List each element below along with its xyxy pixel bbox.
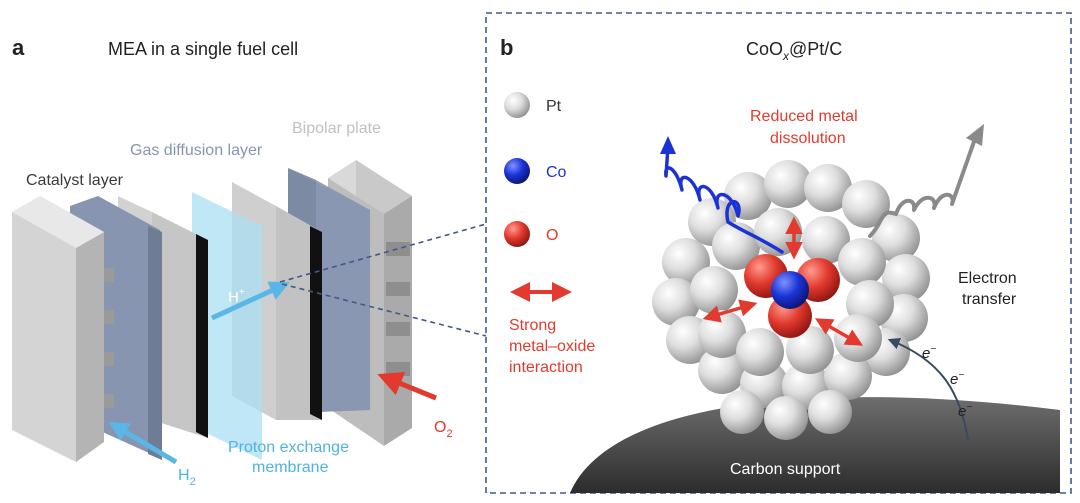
co-dissolution-wave bbox=[664, 144, 784, 254]
interaction-label-line2: metal–oxide bbox=[509, 338, 595, 355]
electron-transfer-label-line2: transfer bbox=[962, 291, 1017, 308]
legend-co-label: Co bbox=[546, 164, 567, 181]
electron-path-arrow bbox=[887, 337, 969, 441]
h2-label: H2 bbox=[178, 467, 196, 488]
panel-b-title: CoOx@Pt/C bbox=[746, 39, 842, 63]
cobalt-atom bbox=[771, 271, 809, 309]
electron-wave bbox=[868, 134, 978, 238]
dissolution-label-line1: Reduced metal bbox=[750, 108, 858, 125]
h-plus-label: H+ bbox=[228, 287, 245, 306]
legend-pt-label: Pt bbox=[546, 98, 562, 115]
nanoparticle bbox=[652, 160, 930, 440]
electron-symbol-1: e− bbox=[922, 344, 936, 362]
proton-membrane-label-line1: Proton exchange bbox=[228, 439, 349, 456]
electron-transfer-label-line1: Electron bbox=[958, 270, 1017, 287]
panel-a-title: MEA in a single fuel cell bbox=[108, 39, 298, 59]
legend-o-icon bbox=[504, 221, 530, 247]
pt-atoms-mid bbox=[690, 208, 894, 376]
o2-label: O2 bbox=[434, 419, 453, 440]
electron-wave-arrowhead bbox=[966, 124, 984, 146]
panel-a-letter: a bbox=[12, 35, 25, 60]
proton-membrane-label-line2: membrane bbox=[252, 459, 329, 476]
proton-arrow bbox=[210, 281, 290, 321]
zoom-line-bottom bbox=[281, 283, 487, 337]
gas-diffusion-layer-label: Gas diffusion layer bbox=[130, 142, 263, 159]
panel-b-frame bbox=[485, 12, 1072, 494]
catalyst-layer-label: Catalyst layer bbox=[26, 172, 124, 189]
pt-atoms-back bbox=[652, 160, 930, 440]
interaction-label-line3: interaction bbox=[509, 359, 583, 376]
dissolution-label-line2: dissolution bbox=[770, 130, 846, 147]
h2-arrow bbox=[108, 421, 178, 465]
legend-o-label: O bbox=[546, 227, 558, 244]
legend-co-icon bbox=[504, 158, 530, 184]
bipolar-plate-label: Bipolar plate bbox=[292, 120, 381, 137]
bipolar-plate-left bbox=[12, 196, 114, 462]
interaction-label-line1: Strong bbox=[509, 317, 556, 334]
carbon-support-label: Carbon support bbox=[730, 461, 841, 478]
proton-exchange-membrane bbox=[192, 192, 262, 460]
electron-symbol-2: e− bbox=[950, 370, 964, 388]
panel-b-letter: b bbox=[500, 35, 513, 60]
o2-arrow bbox=[377, 371, 437, 401]
electron-symbol-3: e− bbox=[958, 402, 972, 420]
metal-oxide-interaction-arrows bbox=[702, 216, 864, 346]
co-dissolution-arrowhead bbox=[660, 136, 676, 154]
legend-pt-icon bbox=[504, 92, 530, 118]
carbon-support bbox=[570, 397, 1060, 493]
